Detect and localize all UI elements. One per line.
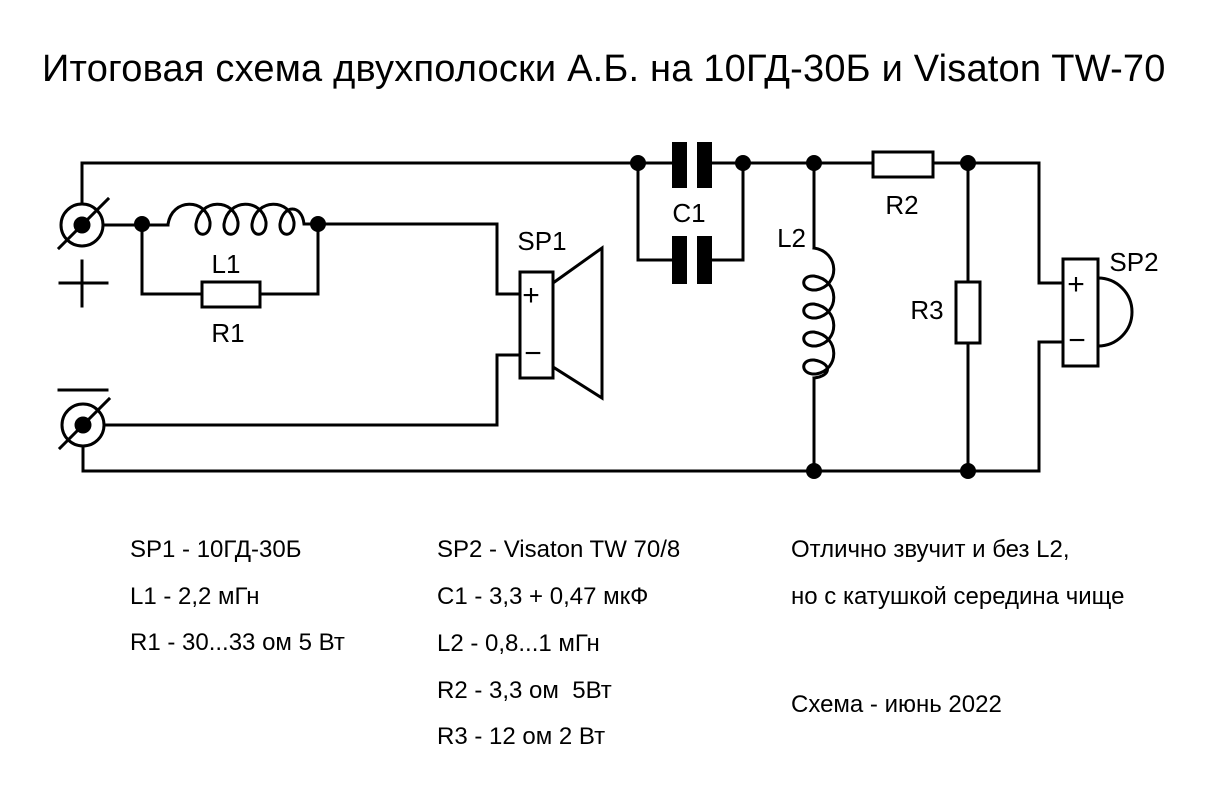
capacitor-C1	[672, 142, 712, 284]
junction-dots	[134, 155, 976, 479]
junction-dot	[806, 155, 822, 171]
wire-sp1-minus-return	[81, 353, 522, 427]
sp2-minus-sign: −	[1068, 324, 1086, 357]
junction-dot	[310, 216, 326, 232]
label-SP1: SP1	[517, 226, 566, 256]
cap-plate	[672, 142, 687, 188]
page-title: Итоговая схема двухполоски А.Б. на 10ГД-…	[42, 48, 1166, 90]
note-line-1: Отлично звучит и без L2,	[791, 536, 1070, 563]
label-C1: C1	[672, 198, 705, 228]
wire-r1-branch-left	[140, 222, 204, 296]
component-labels: SP1 L1 R1 C1 L2 R2 R3 SP2	[211, 190, 1158, 348]
legend-sp2-value: SP2 - Visaton TW 70/8	[437, 536, 681, 563]
cap-plate	[672, 236, 687, 284]
junction-dot	[134, 216, 150, 232]
resistor-R3	[954, 280, 982, 345]
wire-c1-branch-left	[636, 161, 674, 262]
schema-date: Схема - июнь 2022	[791, 691, 1002, 718]
tweeter-body	[1061, 257, 1100, 368]
wire-l1-to-sp1-plus	[316, 222, 522, 296]
legend-r2-value: R2 - 3,3 ом 5Вт	[437, 677, 612, 704]
resistor-R2	[871, 150, 935, 179]
terminal-dot	[73, 216, 91, 234]
label-L1: L1	[212, 249, 241, 279]
plus-mark-icon	[58, 259, 109, 308]
speaker-SP1: + −	[518, 245, 604, 401]
sp1-minus-sign: −	[524, 337, 542, 370]
inductor-L1	[166, 202, 320, 236]
wires	[80, 161, 1065, 473]
wire-bottom-rail	[81, 423, 1041, 473]
input-terminal-negative	[57, 388, 112, 451]
label-R1: R1	[211, 318, 244, 348]
legend-l1-value: L1 - 2,2 мГн	[130, 583, 260, 610]
wire-c1-branch-right	[709, 161, 745, 262]
junction-dot	[806, 463, 822, 479]
input-terminal-positive	[56, 196, 111, 308]
sp2-plus-sign: +	[1067, 268, 1085, 301]
junction-dot	[960, 463, 976, 479]
label-SP2: SP2	[1109, 247, 1158, 277]
legend-r3-value: R3 - 12 ом 2 Вт	[437, 723, 606, 750]
label-L2: L2	[777, 223, 806, 253]
tweeter-SP2: + −	[1061, 257, 1134, 368]
sp1-plus-sign: +	[522, 279, 540, 312]
inductor-L2	[802, 246, 836, 380]
cap-plate	[697, 236, 712, 284]
note-line-2: но с катушкой середина чище	[791, 583, 1125, 610]
label-R2: R2	[885, 190, 918, 220]
speaker-cone-icon	[550, 245, 604, 401]
wire-r2-to-sp2-plus	[931, 161, 1065, 285]
schematic-canvas: + − + − SP1 L1 R1 C1 L2 R2	[56, 142, 1159, 479]
junction-dot	[735, 155, 751, 171]
legend-r1-value: R1 - 30...33 ом 5 Вт	[130, 629, 345, 656]
label-R3: R3	[910, 295, 943, 325]
cap-plate	[697, 142, 712, 188]
wire-sp2-minus-return	[1037, 340, 1065, 473]
terminal-dot	[74, 416, 92, 434]
legend-l2-value: L2 - 0,8...1 мГн	[437, 630, 600, 657]
legend-sp1-value: SP1 - 10ГД-30Б	[130, 536, 302, 563]
junction-dot	[630, 155, 646, 171]
tweeter-dome-icon	[1096, 276, 1134, 348]
legend-c1-value: C1 - 3,3 + 0,47 мкФ	[437, 583, 649, 610]
junction-dot	[960, 155, 976, 171]
wire-r1-branch-right	[258, 222, 320, 296]
speaker-body	[518, 270, 555, 380]
resistor-R1	[200, 280, 262, 309]
